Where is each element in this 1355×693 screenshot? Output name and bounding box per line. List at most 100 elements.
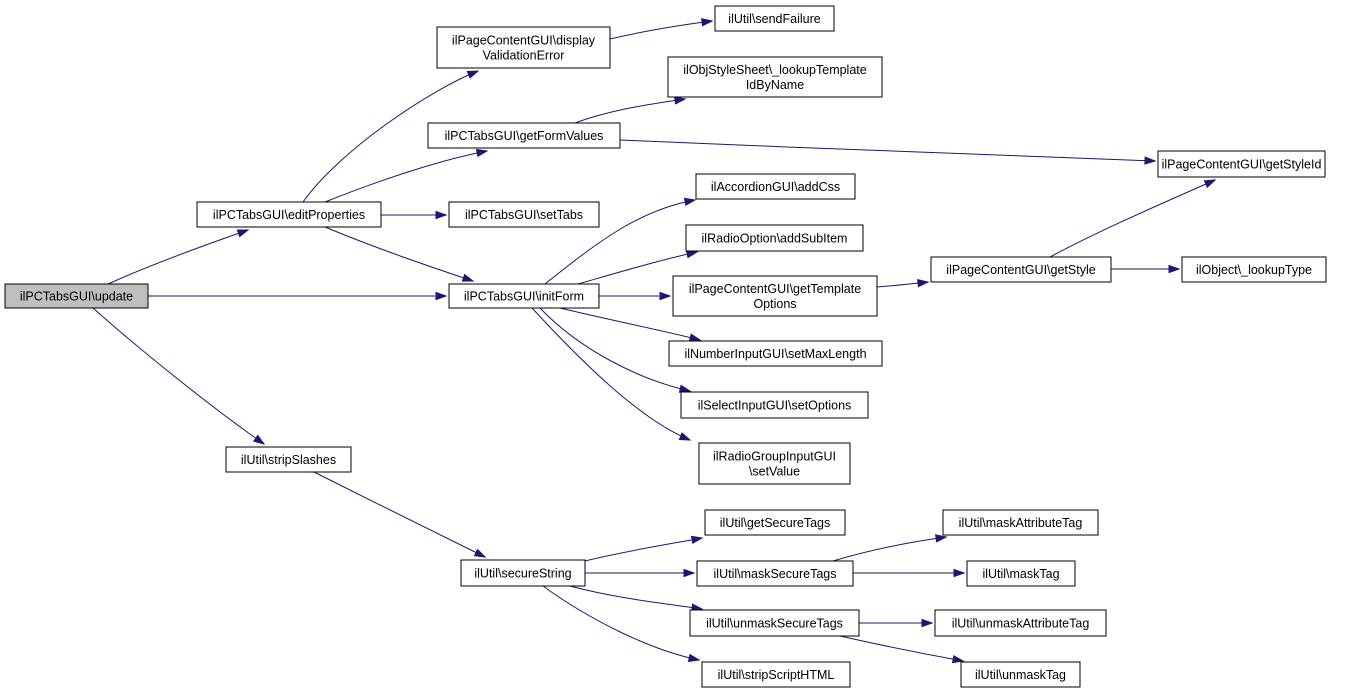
arrowhead	[1168, 264, 1181, 274]
edge-line	[584, 537, 703, 562]
edge-getFormValues-to-lookupTemplateIdByName	[574, 96, 687, 124]
node-stripScriptHTML[interactable]: ilUtil\stripScriptHTML	[701, 661, 851, 688]
node-setTabs[interactable]: ilPCTabsGUI\setTabs	[448, 201, 600, 228]
arrowhead	[466, 70, 480, 79]
edge-line	[839, 635, 964, 662]
edge-secureString-to-unmaskSecureTags	[569, 585, 704, 612]
arrowhead	[701, 18, 714, 27]
node-box	[448, 283, 600, 309]
arrowhead	[917, 278, 930, 288]
node-label-line: ilUtil\maskAttributeTag	[959, 516, 1083, 530]
node-getSecureTags[interactable]: ilUtil\getSecureTags	[704, 509, 846, 536]
node-label-line: ilUtil\maskSecureTags	[714, 567, 837, 581]
node-addSubItem[interactable]: ilRadioOption\addSubItem	[685, 224, 864, 252]
edge-line	[609, 20, 713, 40]
edge-line	[569, 585, 703, 610]
arrowhead	[921, 618, 934, 628]
node-box	[685, 224, 864, 252]
node-box	[1181, 256, 1327, 283]
node-box	[672, 275, 878, 317]
node-unmaskAttributeTag[interactable]: ilUtil\unmaskAttributeTag	[934, 609, 1107, 637]
node-box	[448, 201, 600, 228]
node-unmaskSecureTags[interactable]: ilUtil\unmaskSecureTags	[689, 609, 860, 637]
edge-line	[539, 307, 691, 392]
node-box	[698, 442, 851, 485]
edge-update-to-initForm	[148, 291, 448, 301]
node-setOptions[interactable]: ilSelectInputGUI\setOptions	[680, 391, 869, 419]
arrowhead	[678, 384, 692, 393]
node-box	[942, 509, 1099, 536]
node-sendFailure[interactable]: ilUtil\sendFailure	[714, 5, 835, 32]
edge-line	[542, 585, 700, 661]
node-maskAttributeTag[interactable]: ilUtil\maskAttributeTag	[942, 509, 1099, 536]
edge-line	[619, 139, 1156, 162]
node-box	[714, 5, 835, 32]
edge-secureString-to-getSecureTags	[584, 535, 704, 562]
arrowhead	[435, 291, 448, 301]
node-setMaxLength[interactable]: ilNumberInputGUI\setMaxLength	[668, 340, 883, 367]
edge-line	[544, 199, 696, 285]
node-label-line: ilUtil\getSecureTags	[720, 516, 830, 530]
node-getFormValues[interactable]: ilPCTabsGUI\getFormValues	[427, 122, 621, 149]
node-secureString[interactable]: ilUtil\secureString	[460, 559, 586, 587]
edge-unmaskSecureTags-to-unmaskTag	[839, 635, 965, 664]
node-stripSlashes[interactable]: ilUtil\stripSlashes	[225, 446, 352, 473]
node-maskSecureTags[interactable]: ilUtil\maskSecureTags	[696, 560, 854, 587]
node-unmaskTag[interactable]: ilUtil\unmaskTag	[960, 661, 1081, 688]
edge-editProperties-to-displayValidationError	[302, 70, 480, 203]
edge-update-to-stripSlashes	[92, 307, 266, 445]
node-label-line: ilPCTabsGUI\setTabs	[465, 208, 583, 222]
node-label-line: ilPageContentGUI\display	[452, 34, 596, 48]
node-label-line: ValidationError	[483, 49, 565, 63]
node-initForm[interactable]: ilPCTabsGUI\initForm	[448, 283, 600, 309]
arrowhead	[473, 548, 487, 558]
arrowhead	[252, 434, 266, 445]
arrowhead	[685, 250, 699, 259]
node-label-line: ilPCTabsGUI\editProperties	[213, 208, 365, 222]
edge-line	[302, 70, 479, 203]
edge-getStyle-to-getStyleId	[1049, 179, 1217, 258]
node-setValue[interactable]: ilRadioGroupInputGUI\setValue	[698, 442, 851, 485]
arrowhead	[475, 148, 489, 158]
arrowhead	[687, 653, 701, 662]
arrowhead	[1203, 179, 1217, 189]
edge-getFormValues-to-getStyleId	[619, 139, 1157, 165]
node-box	[4, 283, 149, 309]
node-box	[696, 560, 854, 587]
node-box	[934, 609, 1107, 637]
arrowhead	[951, 654, 965, 664]
edge-line	[832, 536, 947, 562]
edge-secureString-to-stripScriptHTML	[542, 585, 701, 662]
edge-maskSecureTags-to-maskTag	[853, 568, 966, 578]
edge-secureString-to-maskSecureTags	[585, 568, 696, 578]
node-addCss[interactable]: ilAccordionGUI\addCss	[695, 173, 856, 200]
node-label-line: ilUtil\unmaskTag	[975, 668, 1066, 682]
node-maskTag[interactable]: ilUtil\maskTag	[966, 560, 1076, 587]
node-box	[436, 26, 611, 69]
node-label-line: ilPCTabsGUI\initForm	[464, 290, 584, 304]
node-editProperties[interactable]: ilPCTabsGUI\editProperties	[196, 201, 382, 228]
node-update[interactable]: ilPCTabsGUI\update	[4, 283, 149, 309]
node-box	[930, 256, 1112, 283]
edge-initForm-to-addCss	[544, 197, 697, 285]
node-label-line: ilAccordionGUI\addCss	[711, 180, 840, 194]
node-label-line: ilUtil\stripScriptHTML	[718, 668, 835, 682]
node-label-line: ilNumberInputGUI\setMaxLength	[684, 347, 866, 361]
arrowhead	[236, 229, 250, 238]
edge-editProperties-to-initForm	[324, 226, 475, 282]
edge-unmaskSecureTags-to-unmaskAttributeTag	[859, 618, 934, 628]
node-label-line: ilPCTabsGUI\update	[20, 290, 133, 304]
node-getStyle[interactable]: ilPageContentGUI\getStyle	[930, 256, 1112, 283]
node-label-line: ilPageContentGUI\getStyle	[946, 263, 1095, 277]
arrowhead	[683, 568, 696, 578]
node-lookupType[interactable]: ilObject\_lookupType	[1181, 256, 1327, 283]
node-getStyleId[interactable]: ilPageContentGUI\getStyleId	[1157, 150, 1326, 178]
node-label-line: ilPageContentGUI\getTemplate	[689, 282, 861, 296]
arrowhead	[1144, 156, 1157, 165]
node-box	[196, 201, 382, 228]
edges-layer	[92, 18, 1217, 664]
edge-line	[107, 229, 249, 285]
